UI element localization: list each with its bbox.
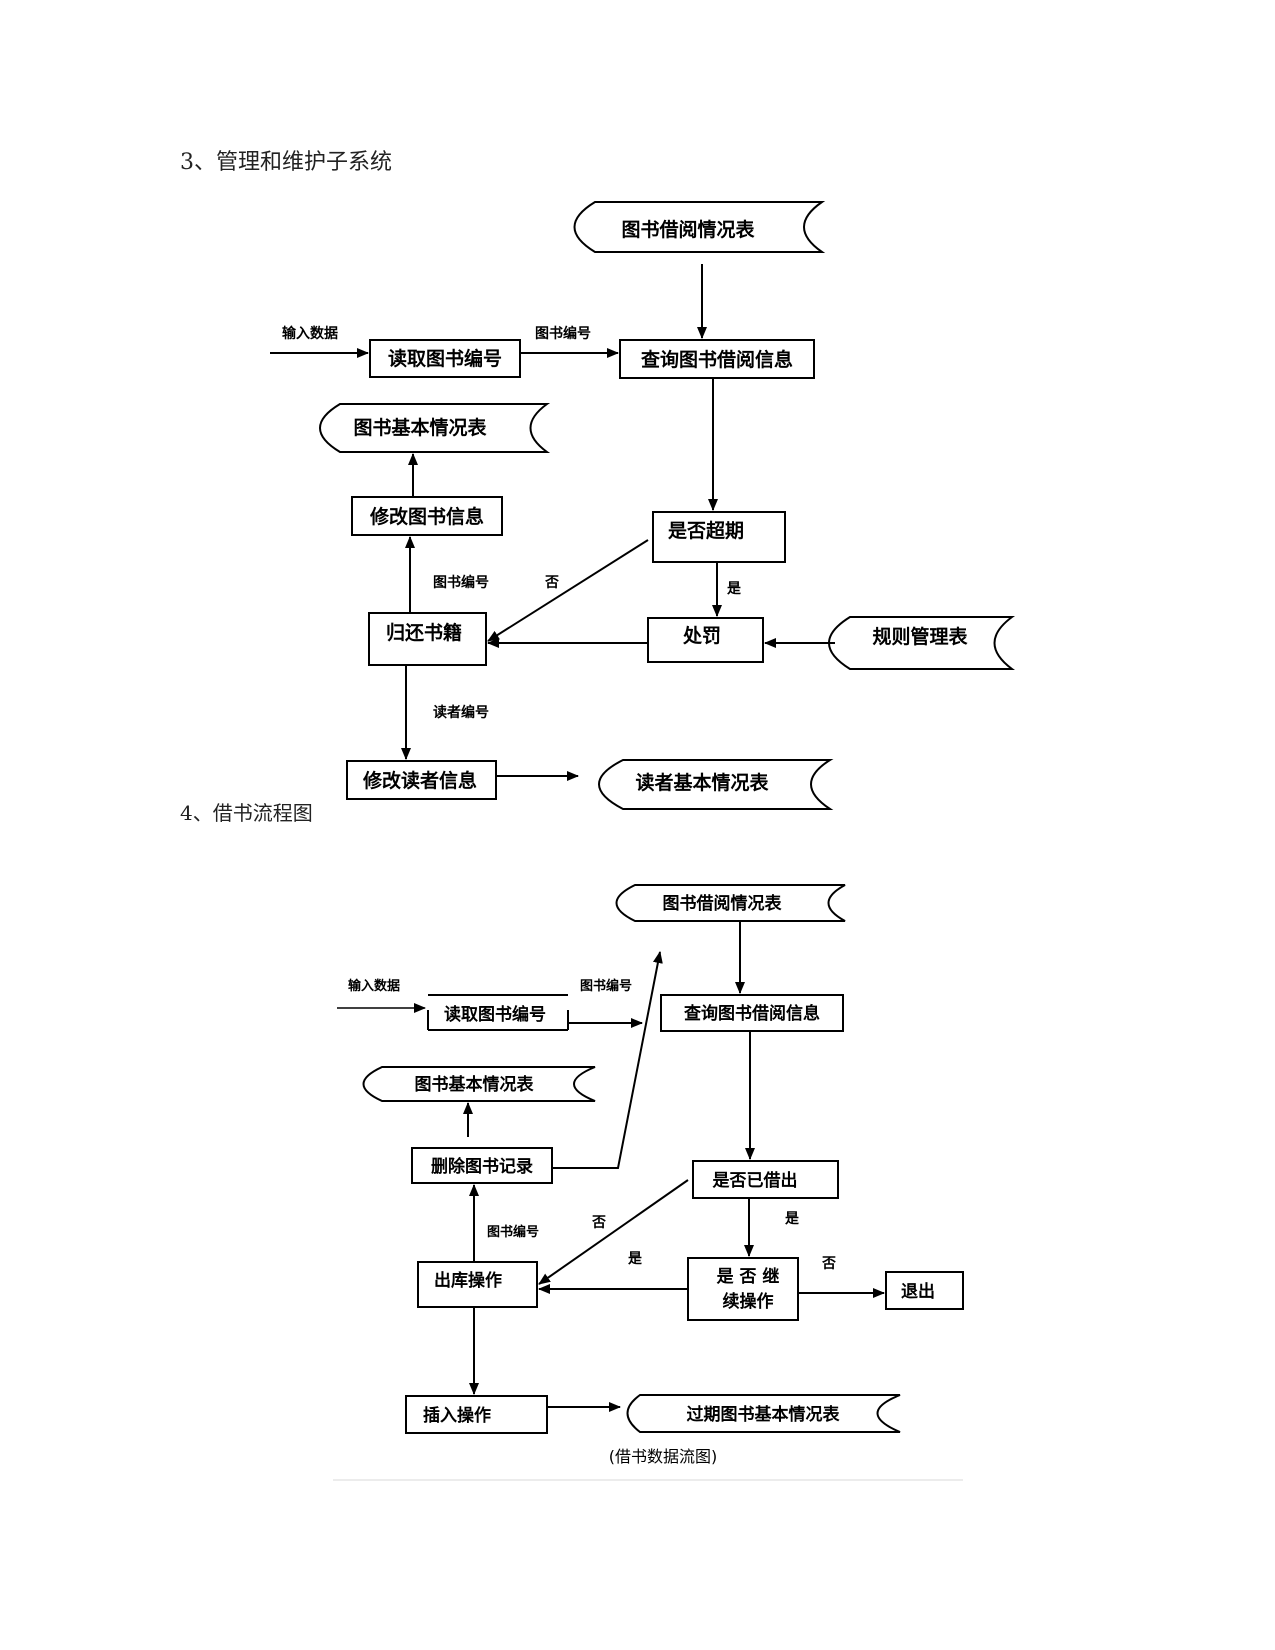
- label-reader-no: 读者编号: [433, 704, 489, 721]
- label-yes: 是: [785, 1211, 800, 1227]
- process-label: 退出: [901, 1281, 935, 1302]
- label-no: 否: [591, 1215, 606, 1231]
- process-label: 查询图书借阅信息: [683, 1003, 820, 1024]
- store-label: 图书基本情况表: [353, 416, 487, 439]
- section-4-heading: 4、借书流程图: [180, 801, 313, 825]
- store-label: 图书借阅情况表: [663, 893, 783, 914]
- label-book-no-2: 图书编号: [433, 574, 489, 591]
- process-read-book-no-1: 读取图书编号: [369, 339, 521, 378]
- diagram-1: 图书借阅情况表 读取图书编号 查询图书借阅信息 图书基本情况表 修改图书信息 是…: [270, 201, 1016, 810]
- process-lent-out: 是否已借出: [692, 1160, 839, 1199]
- label-book-no: 图书编号: [580, 978, 632, 994]
- store-borrow-table-2: 图书借阅情况表: [615, 884, 846, 922]
- process-penalty: 处罚: [647, 617, 764, 663]
- process-overdue: 是否超期: [652, 511, 786, 563]
- process-label: 读取图书编号: [444, 1004, 546, 1025]
- process-read-book-no-2: 读取图书编号: [427, 994, 569, 1031]
- flow-lent-no: [538, 1179, 689, 1285]
- process-label: 是否超期: [668, 519, 744, 542]
- process-query-borrow-2: 查询图书借阅信息: [660, 994, 844, 1032]
- process-label-line2: 续操作: [723, 1291, 774, 1312]
- process-label: 是否已借出: [713, 1170, 798, 1191]
- process-delete-record: 删除图书记录: [411, 1147, 553, 1184]
- label-yes-2: 是: [628, 1251, 643, 1267]
- label-no: 否: [544, 575, 559, 591]
- flow-delete-to-borrow-table: [552, 951, 663, 1169]
- process-label: 插入操作: [423, 1405, 491, 1426]
- process-label: 出库操作: [434, 1270, 502, 1291]
- store-book-basic-2: 图书基本情况表: [362, 1066, 596, 1102]
- store-label: 规则管理表: [872, 625, 968, 648]
- label-book-no: 图书编号: [535, 325, 591, 342]
- label-yes: 是: [727, 581, 742, 597]
- process-continue: 是 否 继 续操作: [687, 1257, 799, 1321]
- label-input: 输入数据: [348, 978, 400, 994]
- store-label: 图书基本情况表: [415, 1074, 535, 1095]
- process-checkout: 出库操作: [417, 1261, 538, 1308]
- label-book-no-2: 图书编号: [487, 1224, 539, 1240]
- store-book-basic-1: 图书基本情况表: [319, 403, 551, 453]
- store-reader-basic: 读者基本情况表: [598, 759, 834, 810]
- label-input: 输入数据: [282, 325, 338, 342]
- store-label: 过期图书基本情况表: [687, 1404, 841, 1425]
- diagram-2: 图书借阅情况表 读取图书编号 查询图书借阅信息 图书基本情况表 删除图书记录: [333, 884, 964, 1481]
- process-query-borrow-1: 查询图书借阅信息: [619, 339, 815, 379]
- process-label-line1: 是 否 继: [717, 1266, 780, 1287]
- process-modify-reader: 修改读者信息: [346, 760, 497, 800]
- process-label: 归还书籍: [386, 621, 462, 644]
- process-insert: 插入操作: [405, 1395, 548, 1434]
- process-label: 处罚: [682, 624, 721, 647]
- process-label: 修改读者信息: [362, 769, 477, 792]
- store-rules: 规则管理表: [828, 616, 1016, 670]
- section-3-heading: 3、管理和维护子系统: [180, 150, 392, 175]
- process-label: 修改图书信息: [369, 505, 484, 528]
- process-return-book: 归还书籍: [368, 612, 487, 666]
- store-label: 读者基本情况表: [635, 771, 769, 794]
- process-label: 删除图书记录: [431, 1156, 533, 1177]
- diagram-caption: (借书数据流图): [609, 1447, 718, 1466]
- process-modify-book: 修改图书信息: [351, 496, 503, 536]
- process-label: 读取图书编号: [388, 347, 502, 370]
- flow-overdue-no: [487, 539, 649, 642]
- store-expired: 过期图书基本情况表: [626, 1394, 901, 1433]
- label-no-2: 否: [821, 1256, 836, 1272]
- store-label: 图书借阅情况表: [621, 218, 755, 241]
- process-label: 查询图书借阅信息: [640, 348, 793, 371]
- process-exit: 退出: [885, 1271, 964, 1310]
- store-borrow-table-1: 图书借阅情况表: [573, 201, 826, 253]
